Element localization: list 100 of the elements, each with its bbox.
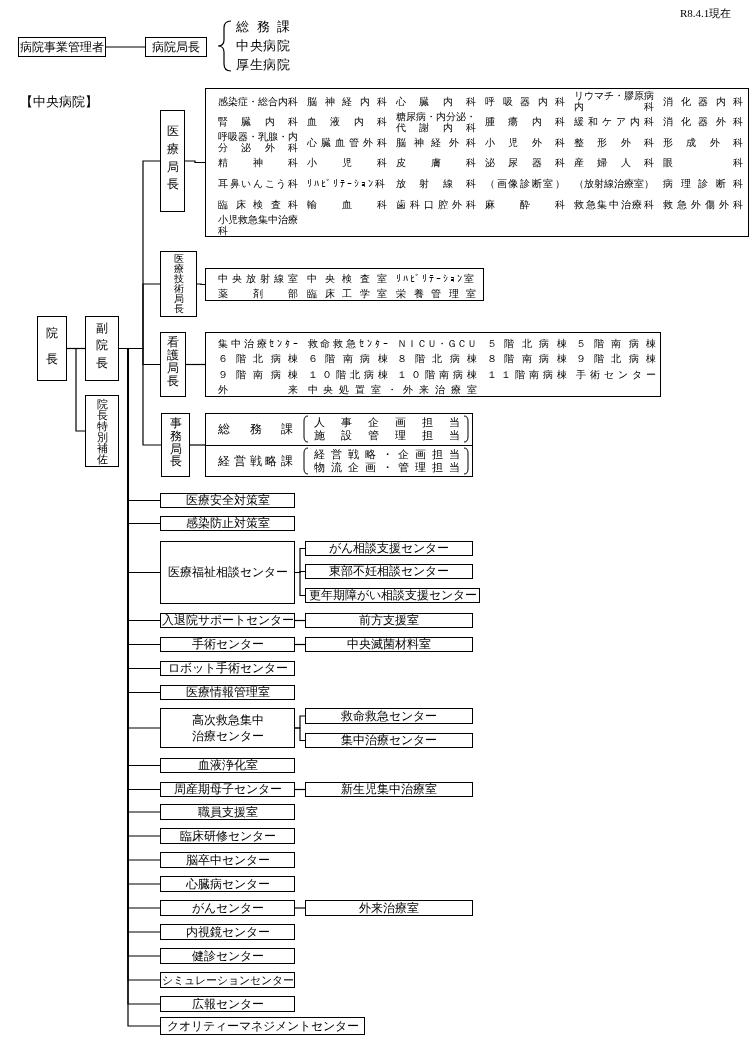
department-name: 小児科 xyxy=(307,157,387,169)
department-name: 産婦人科 xyxy=(574,157,654,169)
duty-name: 人事企画担当 xyxy=(314,417,460,428)
department-name: 心臓内科 xyxy=(396,95,476,107)
department-name: 消化器内科 xyxy=(663,95,743,107)
unit-box: 脳卒中センター xyxy=(160,852,295,868)
department-name: 消化器外科 xyxy=(663,116,743,128)
department-table xyxy=(205,332,661,397)
department-name: ９階北病棟 xyxy=(576,353,656,365)
unit-box: 内視鏡センター xyxy=(160,924,295,940)
unit-box: 入退院サポートセンター xyxy=(160,613,295,628)
unit-box: クオリティーマネジメントセンター xyxy=(160,1017,365,1035)
unit-box: 手術センター xyxy=(160,637,295,652)
department-name: ５階北病棟 xyxy=(486,337,567,349)
unit-box: がん相談支援センター xyxy=(305,541,473,556)
department-name: （画像診断室） xyxy=(485,177,565,189)
unit-box: 心臓病センター xyxy=(160,876,295,892)
unit-box: 血液浄化室 xyxy=(160,758,295,773)
unit-box: 高次救急集中治療センター xyxy=(160,708,295,748)
department-name: 皮膚科 xyxy=(396,157,476,169)
section-name: 総務課 xyxy=(218,424,293,435)
unit-box: がんセンター xyxy=(160,900,295,916)
title-box: 医療局長 xyxy=(160,110,185,212)
unit-box: 前方支援室 xyxy=(305,613,473,628)
unit-box: 広報センター xyxy=(160,996,295,1012)
section-heading: 【中央病院】 xyxy=(20,93,98,111)
department-name: リウマチ・膠原病内科 xyxy=(574,90,654,112)
department-name: 呼吸器・乳腺・内分泌外科 xyxy=(218,131,298,154)
department-name: 臨床検査科 xyxy=(218,198,298,210)
section-row xyxy=(206,445,472,476)
duty-name: 施設管理担当 xyxy=(314,430,460,441)
department-name: ＮＩＣＵ・ＧＣＵ xyxy=(397,337,477,349)
connector-line xyxy=(294,907,306,909)
duty-name: 物流企画・管理担当 xyxy=(314,462,460,473)
department-name: 救急集中治療科 xyxy=(574,198,654,210)
department-name: １０階南病棟 xyxy=(397,368,477,380)
unit-name: 中央病院 xyxy=(236,38,290,55)
department-name: ５階南病棟 xyxy=(576,337,656,349)
department-name: １１階南病棟 xyxy=(486,368,567,380)
department-name: 眼科 xyxy=(663,157,743,169)
department-name: ８階北病棟 xyxy=(397,353,477,365)
department-name: 血液内科 xyxy=(307,116,387,128)
department-name: 小児救急集中治療科 xyxy=(218,213,298,236)
unit-box: 臨床研修センター xyxy=(160,828,295,844)
title-box: 副院長 xyxy=(85,316,119,381)
department-name: 泌尿器科 xyxy=(485,157,565,169)
department-name: 小児外科 xyxy=(485,136,565,148)
department-name: 麻酔科 xyxy=(485,198,565,210)
department-name: 病理診断科 xyxy=(663,177,743,189)
unit-box: 感染防止対策室 xyxy=(160,516,295,531)
department-name: 外来 xyxy=(218,384,298,396)
unit-name: 厚生病院 xyxy=(236,57,290,74)
department-name: ６階北病棟 xyxy=(218,353,298,365)
department-name: ﾘﾊﾋﾞﾘﾃｰｼｮﾝ科 xyxy=(307,177,387,189)
unit-box: 職員支援室 xyxy=(160,804,295,820)
department-name: 中央検査室 xyxy=(307,272,387,284)
department-name: 臨床工学室 xyxy=(307,287,387,299)
title-box: 看護局長 xyxy=(160,332,186,397)
unit-box: 医療安全対策室 xyxy=(160,493,295,508)
department-name: 感染症・総合内科 xyxy=(218,95,298,107)
unit-box: 集中治療センター xyxy=(305,733,473,748)
department-name: 歯科口腔外科 xyxy=(396,198,476,210)
department-name: 手術センター xyxy=(576,368,656,380)
department-name: 腎臓内科 xyxy=(218,116,298,128)
unit-box: 更年期障がい相談支援センター xyxy=(305,588,480,603)
unit-box: 医療福祉相談センター xyxy=(160,541,295,604)
department-name: 形成外科 xyxy=(663,136,743,148)
department-table xyxy=(205,268,484,301)
connector-line xyxy=(189,444,206,446)
department-name: 糖尿病・内分泌・代謝内科 xyxy=(396,110,476,133)
department-name: 緩和ケア内科 xyxy=(574,116,654,128)
connector-line xyxy=(196,283,206,286)
department-name: 腫瘍内科 xyxy=(485,116,565,128)
unit-box: 中央滅菌材料室 xyxy=(305,637,473,652)
department-name: ６階南病棟 xyxy=(307,353,388,365)
department-name: 呼吸器内科 xyxy=(485,95,565,107)
unit-box: 健診センター xyxy=(160,948,295,964)
connector-line xyxy=(184,160,206,164)
department-name: 薬剤部 xyxy=(218,287,298,299)
date-label: R8.4.1現在 xyxy=(680,6,732,21)
unit-name: 総務課 xyxy=(236,19,290,36)
department-name: ８階南病棟 xyxy=(486,353,567,365)
title-box: 事務局長 xyxy=(161,413,190,477)
unit-box: 病院事業管理者 xyxy=(18,37,106,57)
connector-line xyxy=(105,46,146,48)
unit-box: 周産期母子センター xyxy=(160,782,295,797)
department-name: 救命救急ｾﾝﾀｰ xyxy=(307,337,388,349)
unit-box: 救命救急センター xyxy=(305,708,473,724)
unit-box: 病院局長 xyxy=(145,37,207,57)
department-name: 脳神経内科 xyxy=(307,95,387,107)
unit-box: 新生児集中治療室 xyxy=(305,782,473,797)
department-name: 集中治療ｾﾝﾀｰ xyxy=(218,337,298,349)
connector-line xyxy=(185,363,206,366)
section-table xyxy=(205,413,473,477)
unit-box: 医療情報管理室 xyxy=(160,685,295,700)
unit-box: シミュレーションセンター xyxy=(160,972,295,988)
department-name: ﾘﾊﾋﾞﾘﾃｰｼｮﾝ室 xyxy=(396,272,476,284)
department-name: （放射線治療室） xyxy=(574,177,654,189)
department-name: 脳神経外科 xyxy=(396,136,476,148)
department-table xyxy=(205,88,749,237)
